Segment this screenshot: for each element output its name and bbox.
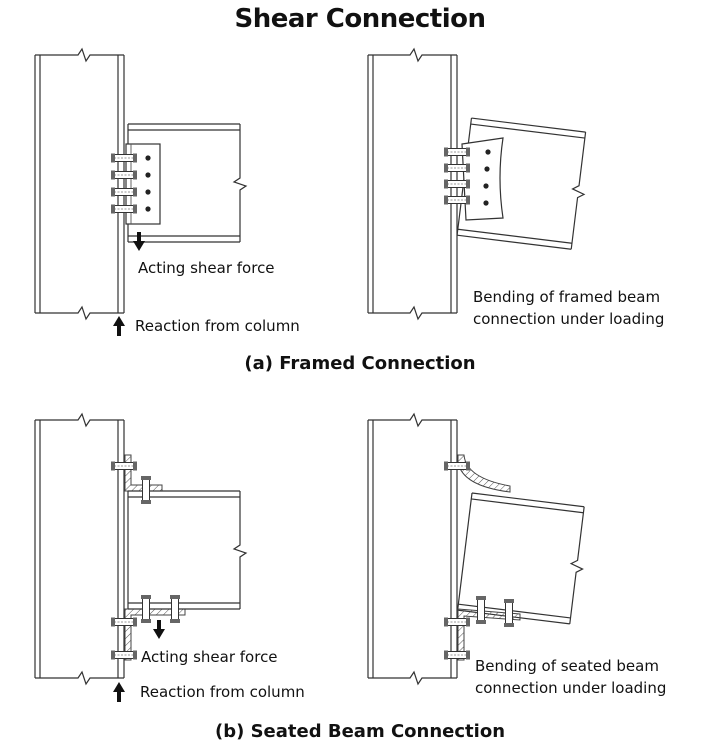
beam (127, 490, 248, 610)
column (367, 412, 458, 686)
framed-unloaded-diagram: Acting shear force Reaction from column (34, 47, 300, 336)
deformed-top-angle (457, 454, 511, 493)
reaction-arrow (113, 316, 125, 336)
seated-loaded-diagram: Bending of seated beam connection under … (367, 412, 666, 697)
framed-loaded-diagram: Bending of framed beam connection under … (367, 47, 664, 328)
acting-shear-label: Acting shear force (141, 648, 278, 666)
bending-label-line-2: connection under loading (473, 310, 664, 328)
column (34, 412, 125, 686)
bolt-group (110, 153, 151, 214)
top-angle (124, 454, 163, 492)
seated-unloaded-diagram: Acting shear force Reaction from column (34, 412, 305, 702)
acting-shear-arrow (153, 620, 165, 639)
acting-shear-label: Acting shear force (138, 259, 275, 277)
column (34, 47, 125, 321)
page-title: Shear Connection (234, 4, 486, 34)
reaction-arrow (113, 682, 125, 702)
acting-shear-arrow (133, 232, 145, 251)
seated-caption: (b) Seated Beam Connection (215, 721, 505, 742)
bending-label-line-2: connection under loading (475, 679, 666, 697)
bending-label-line-1: Bending of framed beam (473, 288, 660, 306)
bolt-group (443, 147, 491, 206)
reaction-label: Reaction from column (140, 683, 305, 701)
framed-caption: (a) Framed Connection (244, 353, 475, 374)
column (367, 47, 458, 321)
seat-angle (457, 608, 521, 661)
deformed-clip-angle (461, 137, 504, 221)
reaction-label: Reaction from column (135, 317, 300, 335)
bending-label-line-1: Bending of seated beam (475, 657, 659, 675)
